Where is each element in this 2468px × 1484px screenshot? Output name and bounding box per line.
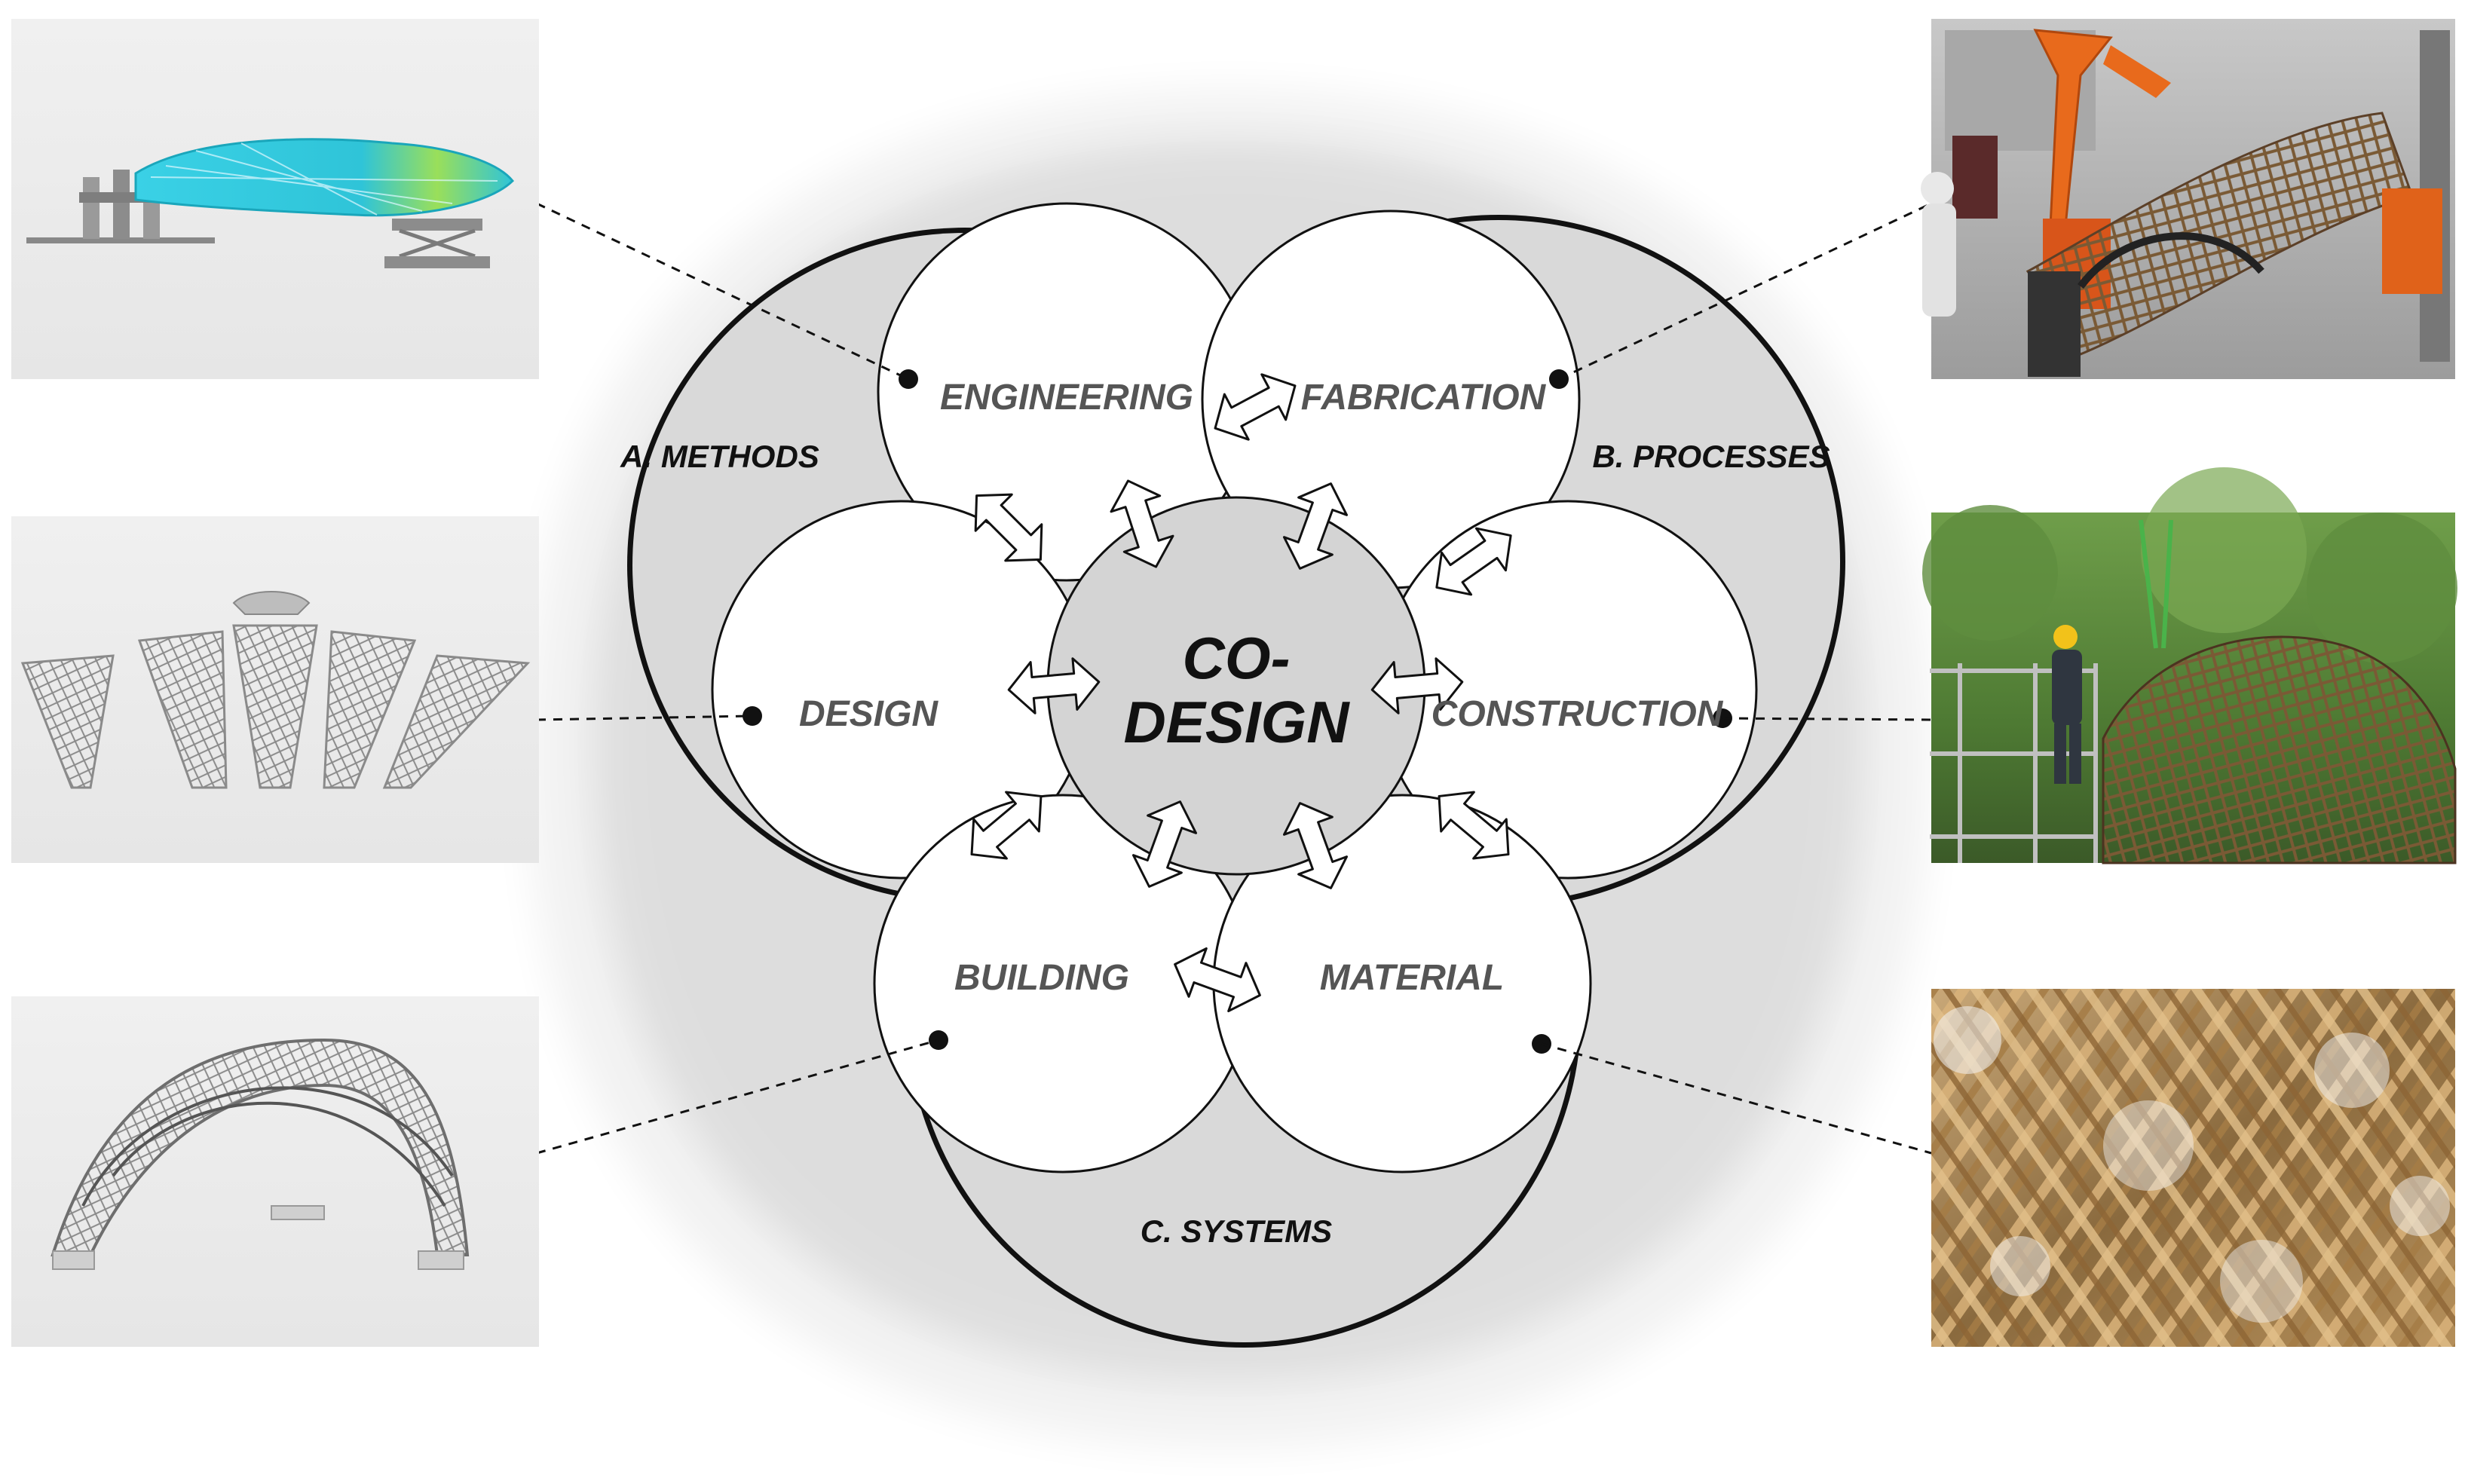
leader-lines [536,202,1932,1155]
engineering-analysis-render [11,19,539,379]
core-label-line1: CO- [1183,625,1291,691]
fabrication-leader [1558,202,1932,381]
building-shell-render [11,996,539,1347]
core-material-arrow [1282,802,1349,889]
design-leader [536,714,753,721]
core-building-arrow [1131,800,1198,888]
core-fabrication-arrow [1435,527,1512,596]
core-engineering-arrow [1110,479,1174,568]
construction-leader [1722,717,1932,721]
building-material-arrow [1174,947,1261,1013]
fabrication-core-arrow [1282,482,1349,570]
node-label-engineering: ENGINEERING [940,378,1193,418]
construction-site-photo [1922,467,2457,864]
node-label-construction: CONSTRUCTION [1432,694,1724,734]
engineering-leader [536,202,909,381]
node-circles [711,202,1758,1173]
building-leader [536,1039,939,1155]
design-column-variants-render [11,516,539,863]
design-building-arrow [970,791,1043,860]
engineering-dot [899,369,918,389]
material-leader [1541,1042,1932,1155]
flax-fiber-material-photo [1931,989,2455,1347]
engineering-fabrication-arrow [1214,373,1297,441]
engineering-core-arrow [974,493,1043,562]
construction-material-arrow [1438,791,1510,860]
construction-core-arrow [1370,657,1464,714]
design-core-arrow [1007,657,1101,714]
section-label-methods: A. METHODS [620,439,819,474]
exchange-arrows [970,373,1512,1013]
node-label-design: DESIGN [799,694,939,734]
node-label-building: BUILDING [954,958,1129,998]
robotic-fabrication-photo [1921,19,2455,379]
section-label-processes: B. PROCESSES [1592,439,1830,474]
core-label-line2: DESIGN [1123,689,1350,755]
node-label-material: MATERIAL [1320,958,1504,998]
node-label-fabrication: FABRICATION [1301,378,1547,418]
section-label-systems: C. SYSTEMS [1141,1213,1332,1249]
